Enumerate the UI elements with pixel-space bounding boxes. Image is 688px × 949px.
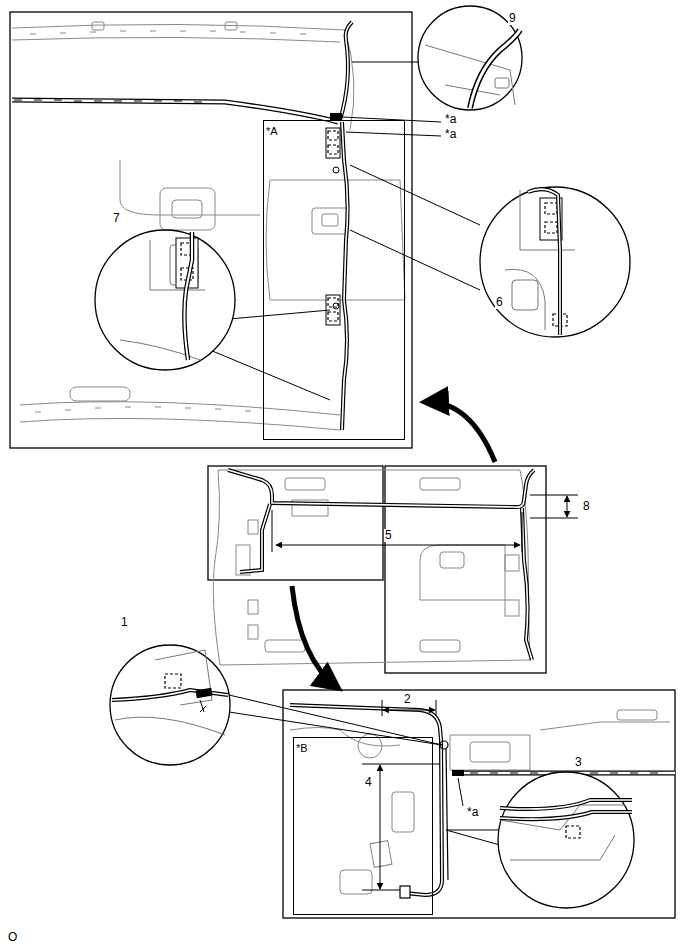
- callout-number: 4: [364, 776, 373, 789]
- callout-number: 9: [508, 12, 517, 25]
- callout-number: 7: [112, 212, 121, 225]
- callout-number: 5: [384, 529, 393, 542]
- callout-number: 2: [403, 693, 412, 706]
- callout-number: 8: [582, 500, 591, 513]
- view-area-box: *B: [293, 737, 433, 915]
- region-label: *B: [294, 741, 310, 755]
- callout-number: 1: [120, 616, 129, 629]
- callout-number: 6: [495, 296, 504, 309]
- note-mark: *a: [444, 128, 457, 141]
- note-mark: *a: [444, 113, 457, 126]
- view-area-box: *A: [263, 120, 405, 440]
- region-label: *A: [264, 124, 280, 138]
- note-mark: *a: [466, 806, 479, 819]
- callout-number: 3: [574, 756, 583, 769]
- figure-code: O: [7, 931, 18, 944]
